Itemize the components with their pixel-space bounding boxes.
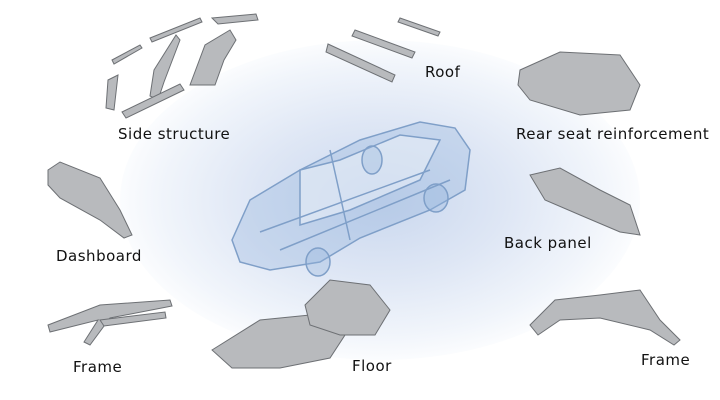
rear-seat-part xyxy=(517,51,641,116)
frame-right-part xyxy=(529,289,681,346)
back-panel-part xyxy=(529,167,641,236)
label-roof: Roof xyxy=(425,63,461,81)
label-side-structure: Side structure xyxy=(118,125,231,143)
car-body-image xyxy=(231,121,471,277)
frame-left-part xyxy=(47,299,173,346)
label-rear-seat-reinforcement: Rear seat reinforcement xyxy=(516,125,710,143)
side-structure-parts xyxy=(105,13,259,119)
dashboard-part xyxy=(47,161,133,239)
roof-parts xyxy=(325,17,441,83)
label-frame-left: Frame xyxy=(73,358,123,376)
label-floor: Floor xyxy=(352,357,392,375)
label-dashboard: Dashboard xyxy=(56,247,142,265)
label-back-panel: Back panel xyxy=(504,234,592,252)
floor-part xyxy=(211,279,391,369)
label-frame-right: Frame xyxy=(641,351,691,369)
